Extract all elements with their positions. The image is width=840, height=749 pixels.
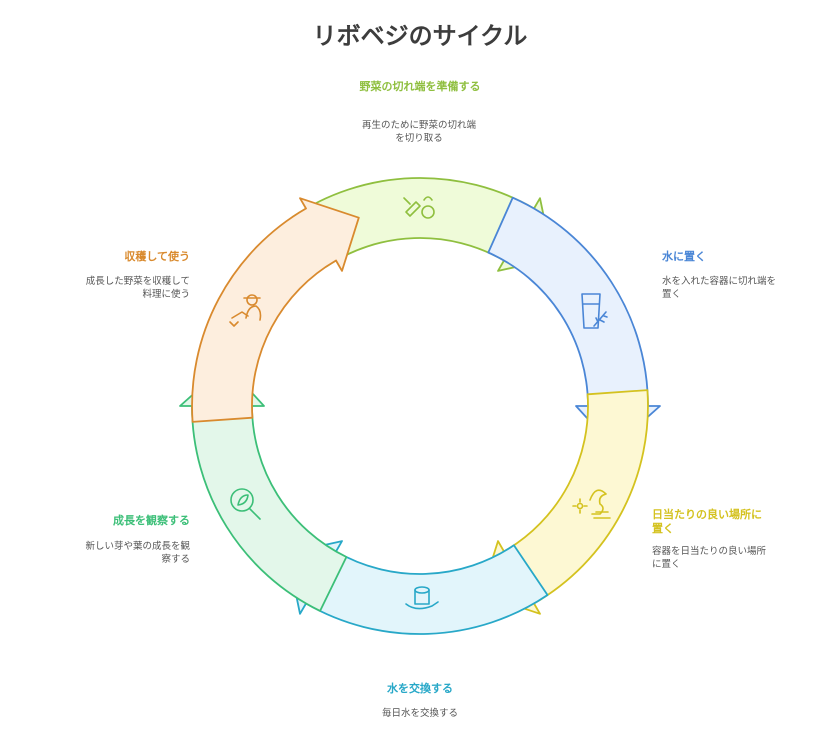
step-label-observe: 成長を観察する bbox=[113, 514, 190, 527]
step-label-sunlight: 日当たりの良い場所に置く bbox=[652, 508, 762, 535]
step-label-prepare: 野菜の切れ端を準備する bbox=[359, 80, 481, 93]
hand-water-cup-icon bbox=[405, 586, 439, 610]
step-label-harvest: 収穫して使う bbox=[124, 250, 190, 263]
glass-sprout-icon bbox=[581, 293, 608, 329]
step-desc-sunlight: 容器を日当たりの良い場所に置く bbox=[652, 546, 767, 570]
step-desc-change-water: 毎日水を交換する bbox=[381, 708, 458, 719]
step-label-change-water: 水を交換する bbox=[387, 682, 453, 695]
sun-plant-icon bbox=[572, 489, 611, 519]
cycle-arrow-prepare bbox=[291, 177, 554, 272]
step-desc-water: 水を入れた容器に切れ端を置く bbox=[662, 276, 777, 300]
magnifier-leaf-icon bbox=[230, 488, 261, 520]
step-desc-observe: 新しい芽や葉の成長を観察する bbox=[85, 541, 190, 565]
cycle-arrows bbox=[179, 177, 661, 635]
scissors-vegetable-icon bbox=[403, 196, 435, 219]
step-desc-harvest: 成長した野菜を収穫して料理に使う bbox=[85, 276, 190, 300]
cycle-arrow-water bbox=[487, 196, 661, 449]
cycle-arrow-observe bbox=[179, 363, 348, 612]
diagram-title: リボベジのサイクル bbox=[312, 22, 528, 50]
step-label-water: 水に置く bbox=[662, 250, 706, 263]
cycle-arrow-harvest bbox=[191, 197, 360, 423]
harvest-person-icon bbox=[229, 294, 262, 327]
step-desc-prepare: 再生のために野菜の切れ端を切り取る bbox=[361, 120, 476, 144]
